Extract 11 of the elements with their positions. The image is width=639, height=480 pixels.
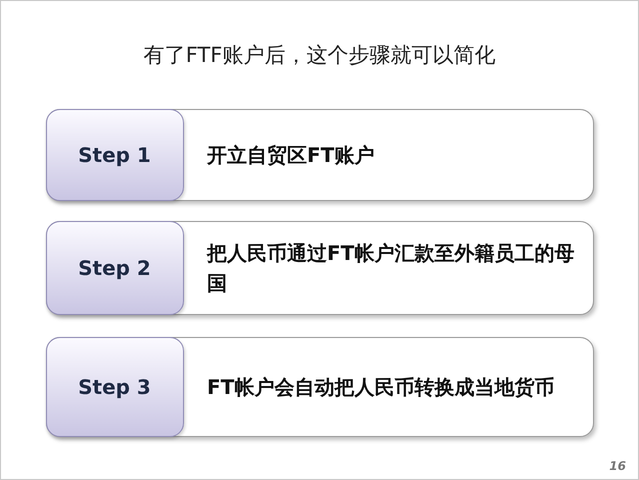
page-number: 16: [609, 459, 626, 473]
step-description: 开立自贸区FT账户: [207, 142, 374, 169]
step-tab: Step 1: [46, 108, 184, 200]
step-description-panel: [46, 337, 594, 437]
step-tab: Step 3: [46, 336, 184, 436]
step-description: FT帐户会自动把人民币转换成当地货币: [207, 374, 554, 401]
slide-title: 有了FTF账户后，这个步骤就可以简化: [142, 42, 496, 69]
step-description-panel: [46, 221, 594, 315]
step-description-panel: [46, 109, 594, 201]
step-description: 把人民币通过FT帐户汇款至外籍员工的母国: [207, 240, 576, 297]
step-tab: Step 2: [46, 220, 184, 314]
